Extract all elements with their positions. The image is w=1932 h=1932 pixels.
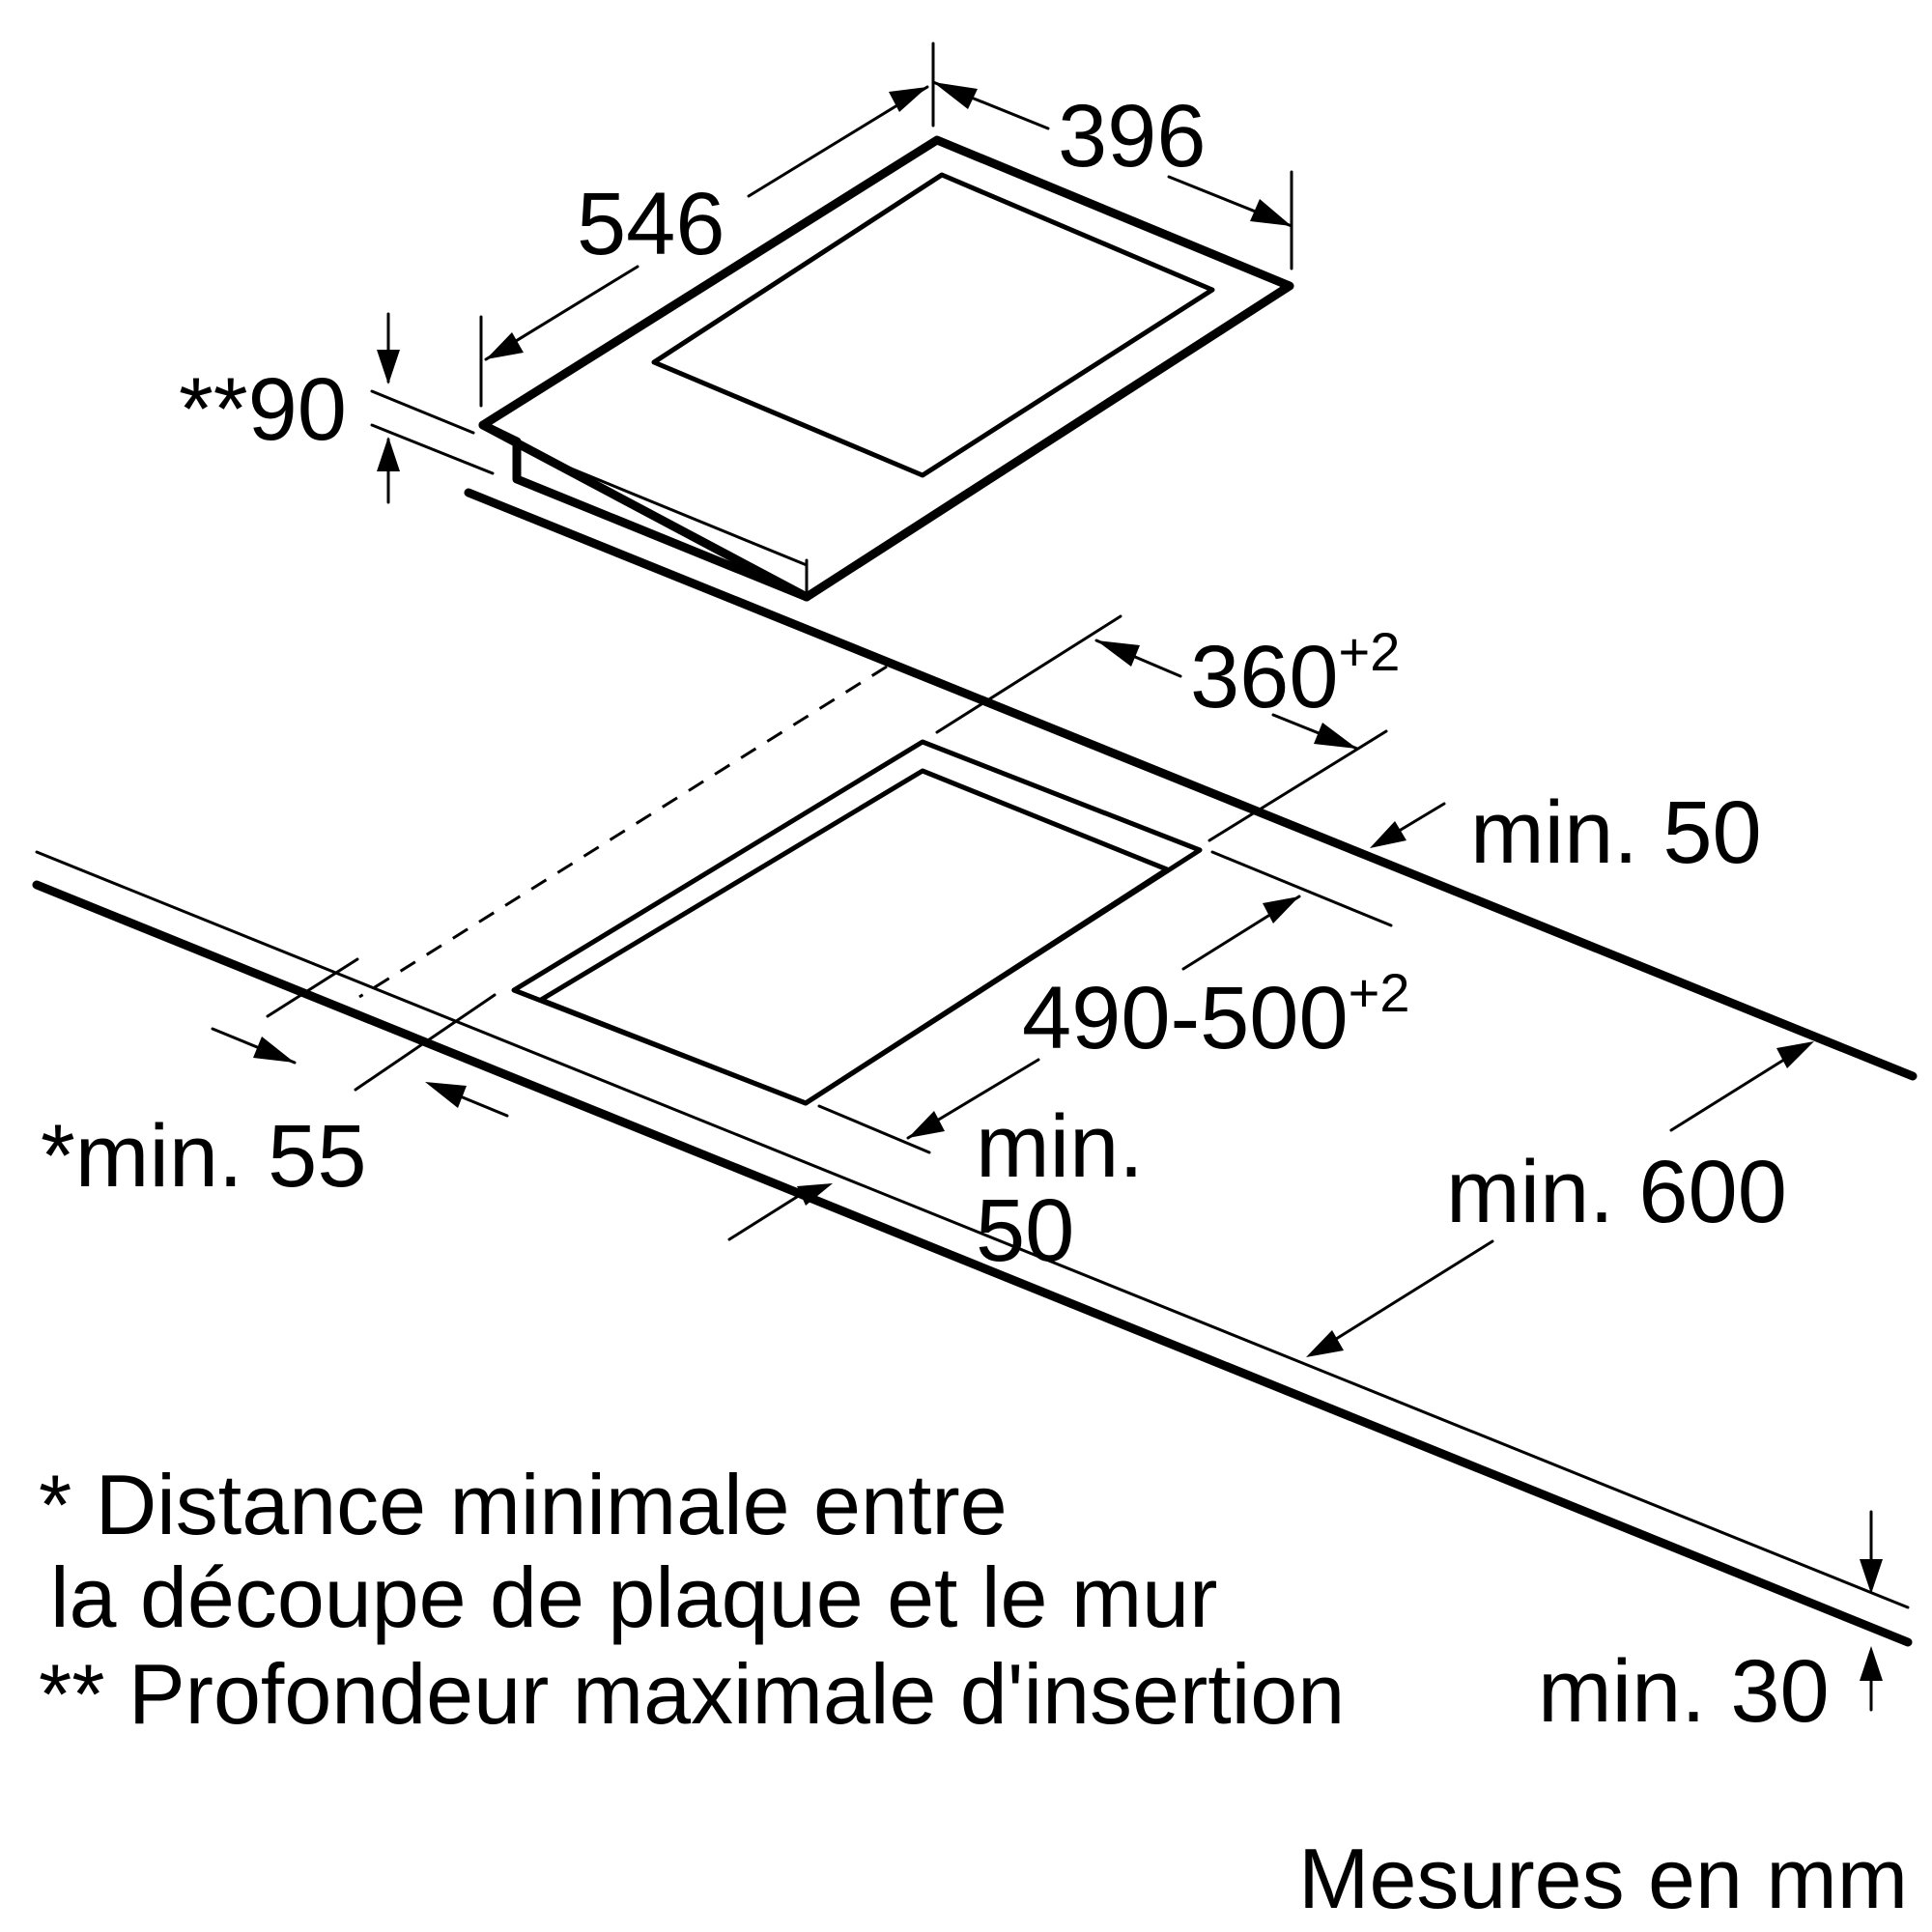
- cutout-depth-tolerance: +2: [1349, 962, 1410, 1023]
- rear-clearance-label: min. 50: [1470, 783, 1762, 882]
- dimension-labels: 396 546 **90 360+2 min. 50 490-500+2 *mi…: [41, 87, 1830, 1741]
- arrowhead: [1250, 199, 1292, 226]
- arrowhead: [1370, 821, 1406, 848]
- arrowhead: [1776, 1041, 1814, 1068]
- hob-side-left: [478, 420, 811, 602]
- footnote-wall-distance-line1: * Distance minimale entre: [39, 1457, 1008, 1552]
- arrowhead: [1860, 1559, 1883, 1594]
- cutout-depth-value: 490-500: [1022, 969, 1349, 1067]
- dimension-line-front-clearance: [727, 1195, 799, 1241]
- units-label: Mesures en mm: [1298, 1831, 1908, 1926]
- insertion-depth-label: **90: [179, 360, 347, 459]
- dimension-lines: [211, 42, 1883, 1712]
- worktop-rear-edge: [464, 488, 1918, 1081]
- dimension-line-worktop-depth: [1323, 1239, 1494, 1348]
- footnote-insertion-depth: ** Profondeur maximale d'insertion: [39, 1646, 1345, 1742]
- arrowhead: [253, 1037, 295, 1063]
- worktop-front-top-edge: [35, 850, 1910, 1609]
- wall-clearance-label: *min. 55: [41, 1107, 367, 1206]
- arrowhead: [889, 87, 927, 112]
- cutout-inner: [538, 768, 1170, 1106]
- front-clearance-label-line2: 50: [976, 1181, 1074, 1280]
- extension-line: [1210, 850, 1393, 927]
- hob: [478, 135, 1294, 602]
- worktop-front-bottom-edge: [32, 880, 1913, 1647]
- wall-dashed-line: [358, 665, 888, 999]
- arrowhead: [1860, 1646, 1883, 1681]
- extension-line: [817, 1104, 931, 1154]
- worktop: [32, 488, 1918, 1647]
- arrowhead: [1096, 640, 1140, 667]
- worktop-depth-label: min. 600: [1446, 1143, 1787, 1241]
- footnotes: * Distance minimale entre la découpe de …: [39, 1457, 1345, 1742]
- arrowhead: [425, 1082, 467, 1108]
- extension-line: [354, 993, 497, 1092]
- footnote-wall-distance-line2: la découpe de plaque et le mur: [50, 1549, 1217, 1645]
- arrowhead: [908, 1111, 945, 1138]
- extension-line: [266, 957, 359, 1018]
- extension-line: [370, 423, 495, 475]
- arrowhead: [1314, 723, 1357, 749]
- arrowhead: [1263, 896, 1299, 923]
- cutout-width-value: 360: [1190, 628, 1339, 726]
- hob-depth-label: 546: [577, 175, 725, 273]
- cutout-width-tolerance: +2: [1339, 621, 1401, 682]
- arrowhead: [1306, 1330, 1344, 1357]
- hob-inner-surface: [651, 172, 1215, 478]
- arrowhead: [797, 1183, 833, 1206]
- front-clearance-label-line1: min.: [976, 1097, 1144, 1196]
- worktop-thickness-label: min. 30: [1538, 1642, 1830, 1741]
- hob-side-lower: [515, 444, 809, 567]
- extension-line: [935, 614, 1122, 734]
- cutout: [511, 739, 1203, 1106]
- cutout-depth-label: 490-500+2: [1022, 962, 1410, 1067]
- dimension-line-worktop-depth: [1669, 1051, 1797, 1132]
- hob-width-label: 396: [1058, 87, 1207, 185]
- hob-side-right: [804, 575, 838, 600]
- arrowhead: [486, 332, 524, 359]
- arrowhead: [377, 350, 400, 384]
- arrowhead: [933, 82, 978, 109]
- arrowhead: [377, 437, 400, 471]
- extension-line: [370, 389, 475, 435]
- cutout-width-label: 360+2: [1190, 621, 1400, 726]
